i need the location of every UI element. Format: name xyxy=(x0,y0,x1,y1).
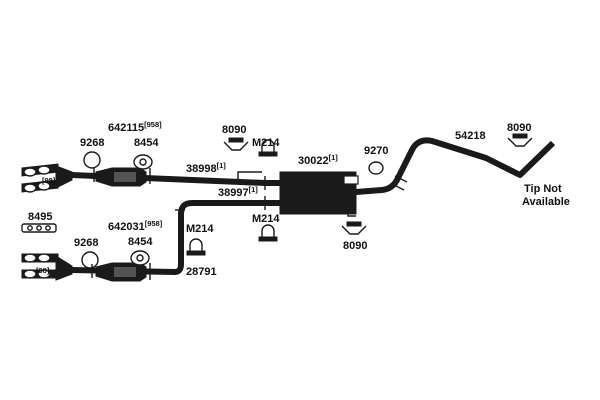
manifold-upper-icon xyxy=(21,163,73,193)
hanger-tail-icon xyxy=(507,133,533,147)
gasket-lower-label: 9268 xyxy=(74,237,98,249)
tip-note-line2: Available xyxy=(522,196,570,208)
flange-lower-label: 8454 xyxy=(128,236,153,248)
hanger-bottom-label: 8090 xyxy=(343,240,367,252)
gasket-lower-icon xyxy=(81,251,99,269)
lower-bank-pipe xyxy=(71,200,282,275)
clamp-top-label: M214 xyxy=(252,137,280,149)
converter-upper-icon xyxy=(95,167,147,187)
muffler-icon xyxy=(279,171,359,215)
manifold-gasket-label: 8495 xyxy=(28,211,52,223)
gasket-upper-icon xyxy=(83,151,101,169)
clamp-left-label: M214 xyxy=(186,223,214,235)
muffler-outlet-pipe xyxy=(355,137,556,195)
pipe-left-label: 28791 xyxy=(186,266,217,278)
tailpipe-label: 54218 xyxy=(455,130,486,142)
tip-note-line1: Tip Not xyxy=(524,183,562,195)
hanger-tail-label: 8090 xyxy=(507,122,531,134)
hanger-top-label: 8090 xyxy=(222,124,246,136)
hanger-top-icon xyxy=(223,137,249,151)
flange-lower-icon xyxy=(130,250,150,266)
clamp-top-icon xyxy=(258,139,278,157)
gasket-upper-label: 9268 xyxy=(80,137,104,149)
converter-lower-icon xyxy=(95,262,147,282)
clamp-mid-label: M214 xyxy=(252,213,280,225)
gasket-tail-icon xyxy=(368,161,384,175)
flange-upper-label: 8454 xyxy=(134,137,159,149)
manifold-gasket-icon xyxy=(21,223,57,233)
manifold-upper-note: [98] xyxy=(42,176,56,185)
flange-upper-icon xyxy=(133,154,153,170)
pipe-joint-marks xyxy=(91,168,408,280)
manifold-lower-icon xyxy=(21,253,73,281)
clamp-left-icon xyxy=(186,238,206,256)
pipe-lower-label: 38997[1] xyxy=(218,185,258,199)
converter-upper-label: 642115[958] xyxy=(108,120,162,134)
converter-lower-label: 642031[958] xyxy=(108,219,163,233)
pipe-upper-label: 38998[1] xyxy=(186,161,226,175)
clamp-mid-icon xyxy=(258,224,278,242)
hanger-bottom-icon xyxy=(341,221,367,235)
muffler-label: 30022[1] xyxy=(298,153,338,167)
manifold-lower-note: [98] xyxy=(36,266,50,275)
gasket-tail-label: 9270 xyxy=(364,145,388,157)
